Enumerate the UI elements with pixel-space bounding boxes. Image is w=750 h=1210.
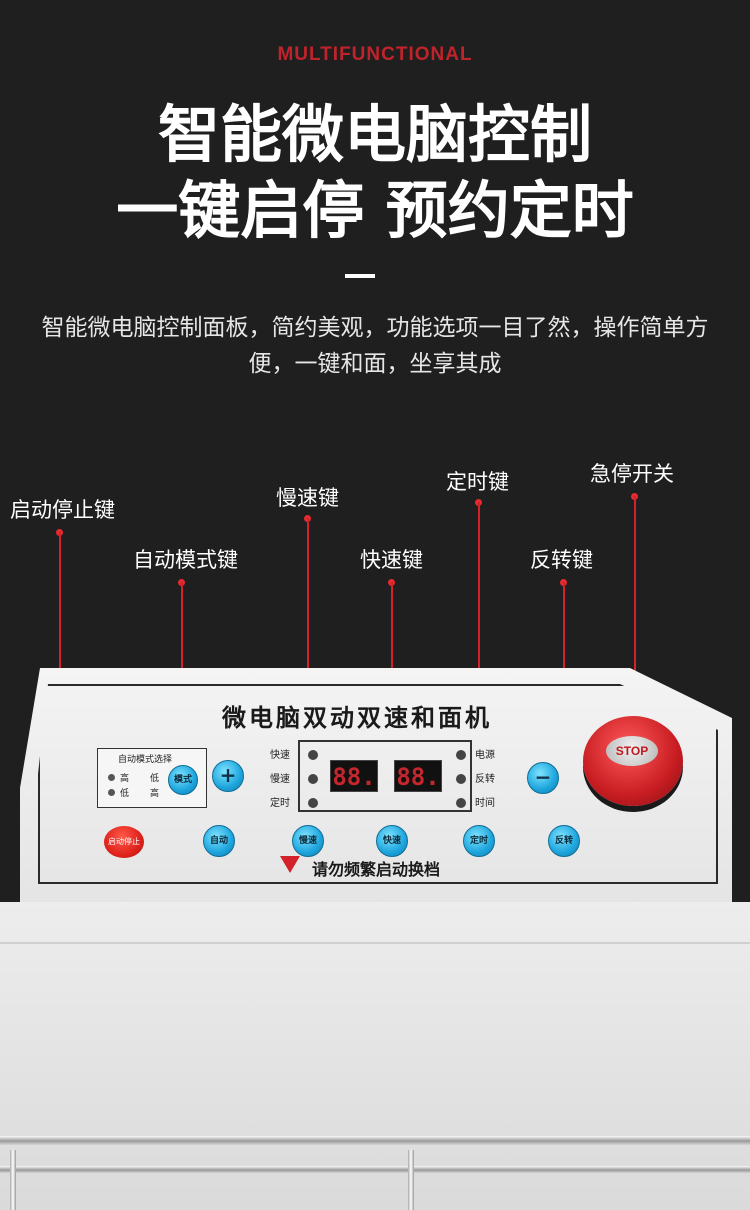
mode-button[interactable]: 模式 [168, 765, 198, 795]
guard-post-2 [408, 1150, 414, 1210]
panel-title: 微电脑双动双速和面机 [222, 703, 492, 732]
divider [345, 274, 375, 278]
start-stop-button[interactable]: 启动停止 [104, 826, 144, 858]
led-reverse [456, 774, 466, 784]
warning-text: 请勿频繁启动换档 [312, 860, 441, 879]
label-reverse-indicator: 反转 [475, 774, 495, 785]
mode-low-label: 低 [120, 789, 130, 799]
callout-emergency-stop: 急停开关 [590, 462, 674, 486]
emergency-stop-label: STOP [606, 736, 658, 766]
body-edge [0, 942, 750, 944]
led-slow [308, 774, 318, 784]
led-power [456, 750, 466, 760]
led-fast [308, 750, 318, 760]
description: 智能微电脑控制面板，简约美观，功能选项一目了然，操作简单方便，一键和面，坐享其成 [41, 315, 709, 377]
label-power: 电源 [475, 750, 495, 761]
reverse-button[interactable]: 反转 [548, 825, 580, 857]
headline-line-2: 一键启停 预约定时 [116, 174, 634, 247]
mode-led-low [108, 789, 115, 796]
callout-start-stop: 启动停止键 [10, 498, 115, 522]
led-time [456, 798, 466, 808]
fast-button[interactable]: 快速 [376, 825, 408, 857]
label-fast-indicator: 快速 [270, 750, 290, 761]
label-slow-indicator: 慢速 [270, 774, 290, 785]
control-panel-frame [38, 684, 718, 884]
label-timer-indicator: 定时 [270, 798, 290, 809]
callout-reverse: 反转键 [530, 548, 593, 572]
guard-rail-middle [0, 1166, 750, 1174]
machine-body [0, 902, 750, 1210]
mode-low-label-2: 低 [150, 774, 160, 784]
callout-auto-mode: 自动模式键 [133, 548, 238, 572]
tagline: MULTIFUNCTIONAL [277, 44, 473, 65]
led-timer [308, 798, 318, 808]
guard-rail-top [0, 1136, 750, 1146]
callout-timer: 定时键 [446, 470, 509, 494]
warning-icon [280, 856, 300, 873]
label-time: 时间 [475, 798, 495, 809]
display-right: 88. [394, 760, 442, 792]
leader-line-emergency [634, 496, 636, 736]
callout-slow: 慢速键 [276, 486, 339, 510]
auto-mode-label: 自动模式选择 [118, 755, 173, 765]
mode-led-high [108, 774, 115, 781]
display-left: 88. [330, 760, 378, 792]
display-frame [298, 740, 472, 812]
timer-button[interactable]: 定时 [463, 825, 495, 857]
headline-line-1: 智能微电脑控制 [157, 98, 592, 171]
guard-post-1 [10, 1150, 16, 1210]
plus-button[interactable]: + [212, 760, 244, 792]
slow-button[interactable]: 慢速 [292, 825, 324, 857]
mode-high-label-2: 高 [150, 789, 160, 799]
mode-high-label: 高 [120, 774, 130, 784]
callout-fast: 快速键 [360, 548, 423, 572]
minus-button[interactable]: − [527, 762, 559, 794]
auto-button[interactable]: 自动 [203, 825, 235, 857]
